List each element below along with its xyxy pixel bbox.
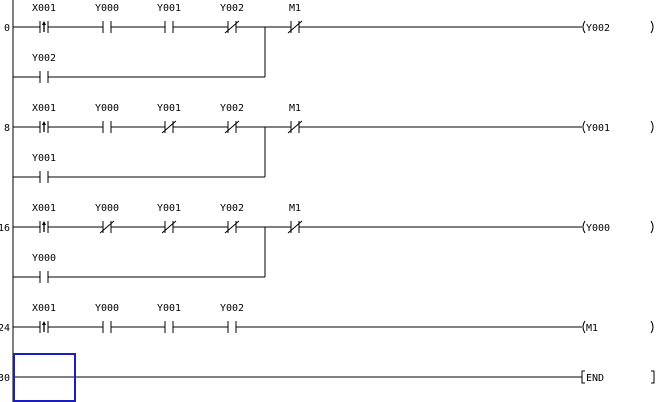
contact-label: Y002 xyxy=(220,103,244,114)
contact-nc-slash xyxy=(224,20,240,34)
step-number: 30 xyxy=(0,373,10,384)
contact-label: Y002 xyxy=(220,203,244,214)
contact-no[interactable]: Y001 xyxy=(157,303,181,333)
contact-label: Y000 xyxy=(95,203,119,214)
contact-nc-slash xyxy=(287,120,303,134)
instruction-right-bracket xyxy=(651,370,655,384)
coil-label: END xyxy=(586,373,604,384)
contact-label: Y002 xyxy=(32,53,56,64)
coil-left-paren xyxy=(582,320,586,334)
contact-no[interactable]: Y001 xyxy=(32,153,56,183)
coil-label: M1 xyxy=(586,323,598,334)
contact-nc-slash xyxy=(287,220,303,234)
contact-nc[interactable]: M1 xyxy=(287,3,303,34)
contact-label: Y000 xyxy=(95,303,119,314)
output-coil[interactable]: M1 xyxy=(582,320,654,334)
contact-label: X001 xyxy=(32,303,56,314)
contact-nc[interactable]: Y002 xyxy=(220,203,244,234)
contact-no[interactable]: Y000 xyxy=(95,103,119,133)
contact-label: M1 xyxy=(289,3,301,14)
contact-label: Y002 xyxy=(220,303,244,314)
output-coil[interactable]: Y001 xyxy=(582,120,654,134)
contact-rising-edge[interactable]: X001 xyxy=(32,103,56,133)
contact-no[interactable]: Y002 xyxy=(32,53,56,83)
output-coil[interactable]: Y000 xyxy=(582,220,654,234)
contact-no[interactable]: Y000 xyxy=(32,253,56,283)
rising-edge-arrow-head xyxy=(42,321,46,325)
contact-nc[interactable]: Y000 xyxy=(95,203,119,234)
contact-nc-slash xyxy=(99,220,115,234)
coil-label: Y002 xyxy=(586,23,610,34)
contact-nc-slash xyxy=(287,20,303,34)
step-number: 8 xyxy=(4,123,10,134)
coil-right-paren xyxy=(650,120,654,134)
contact-label: Y001 xyxy=(32,153,56,164)
contact-no[interactable]: Y000 xyxy=(95,303,119,333)
output-coil[interactable]: Y002 xyxy=(582,20,654,34)
coil-label: Y000 xyxy=(586,223,610,234)
coil-left-paren xyxy=(582,20,586,34)
step-number: 0 xyxy=(4,23,10,34)
contact-no[interactable]: Y001 xyxy=(157,3,181,33)
coil-right-paren xyxy=(650,220,654,234)
selection-cursor[interactable] xyxy=(13,353,76,402)
contact-label: Y001 xyxy=(157,3,181,14)
contact-label: Y002 xyxy=(220,3,244,14)
contact-rising-edge[interactable]: X001 xyxy=(32,203,56,233)
instruction-left-bracket xyxy=(581,370,585,384)
rising-edge-arrow-head xyxy=(42,221,46,225)
contact-label: M1 xyxy=(289,103,301,114)
rising-edge-arrow-head xyxy=(42,21,46,25)
contact-label: Y001 xyxy=(157,203,181,214)
contact-label: Y001 xyxy=(157,303,181,314)
contact-no[interactable]: Y000 xyxy=(95,3,119,33)
contact-rising-edge[interactable]: X001 xyxy=(32,3,56,33)
contact-nc[interactable]: Y001 xyxy=(157,203,181,234)
contact-nc-slash xyxy=(161,220,177,234)
contact-label: X001 xyxy=(32,3,56,14)
contact-nc[interactable]: Y002 xyxy=(220,103,244,134)
rising-edge-arrow-head xyxy=(42,121,46,125)
contact-nc[interactable]: M1 xyxy=(287,103,303,134)
contact-label: X001 xyxy=(32,203,56,214)
contact-nc-slash xyxy=(161,120,177,134)
contact-nc[interactable]: M1 xyxy=(287,203,303,234)
contact-nc[interactable]: Y001 xyxy=(157,103,181,134)
contact-label: Y000 xyxy=(32,253,56,264)
coil-label: Y001 xyxy=(586,123,610,134)
end-instruction[interactable]: END xyxy=(581,370,655,384)
contact-label: Y001 xyxy=(157,103,181,114)
step-number: 24 xyxy=(0,323,10,334)
contact-no[interactable]: Y002 xyxy=(220,303,244,333)
coil-right-paren xyxy=(650,320,654,334)
contact-label: X001 xyxy=(32,103,56,114)
step-number: 16 xyxy=(0,223,10,234)
coil-left-paren xyxy=(582,220,586,234)
contact-nc[interactable]: Y002 xyxy=(220,3,244,34)
contact-nc-slash xyxy=(224,220,240,234)
contact-label: M1 xyxy=(289,203,301,214)
coil-left-paren xyxy=(582,120,586,134)
contact-label: Y000 xyxy=(95,3,119,14)
contact-rising-edge[interactable]: X001 xyxy=(32,303,56,333)
contact-nc-slash xyxy=(224,120,240,134)
contact-label: Y000 xyxy=(95,103,119,114)
coil-right-paren xyxy=(650,20,654,34)
